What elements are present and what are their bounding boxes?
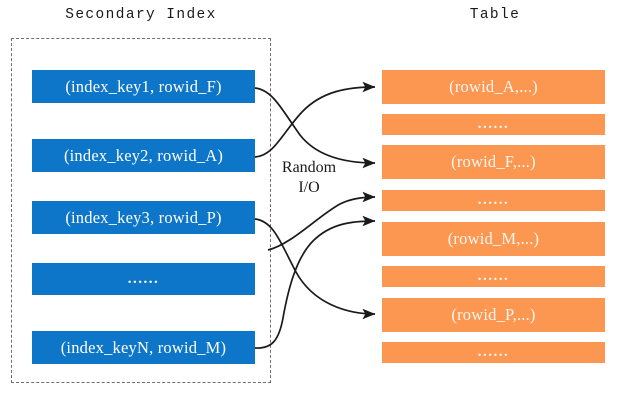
table-row-label: ......	[477, 192, 510, 208]
table-row-ellipsis[interactable]: ......	[382, 342, 605, 363]
table-row-ellipsis[interactable]: ......	[382, 190, 605, 211]
index-row-label: (index_keyN, rowid_M)	[60, 337, 227, 357]
index-row[interactable]: (index_keyN, rowid_M)	[32, 331, 255, 364]
table-row[interactable]: (rowid_A,...)	[382, 70, 605, 104]
table-title: Table	[469, 7, 521, 23]
secondary-index-title: Secondary Index	[65, 7, 217, 23]
index-row[interactable]: (index_key1, rowid_F)	[32, 70, 255, 103]
table-row-label: (rowid_M,...)	[447, 229, 540, 248]
table-row[interactable]: (rowid_F,...)	[382, 145, 605, 179]
index-row-label: ......	[127, 270, 160, 287]
arrow-key3-to-rowidP	[254, 218, 376, 320]
table-row-label: ......	[477, 268, 510, 284]
random-io-label: Random I/O	[272, 158, 346, 198]
table-row-label: ......	[477, 116, 510, 132]
table-row-ellipsis[interactable]: ......	[382, 266, 605, 287]
arrow-key1-to-rowidF	[254, 87, 376, 169]
table-row-label: (rowid_P,...)	[451, 305, 536, 324]
arrow-key2-to-rowidA	[254, 81, 376, 158]
table-row-label: ......	[477, 344, 510, 360]
arrow-keyN-to-rowidM	[254, 215, 376, 349]
arrow-to-ellipsis-row	[267, 191, 376, 251]
random-io-line2: I/O	[298, 179, 320, 196]
index-row-label: (index_key1, rowid_F)	[65, 76, 222, 96]
table-row-label: (rowid_F,...)	[451, 152, 536, 171]
table-row[interactable]: (rowid_M,...)	[382, 222, 605, 256]
index-row-ellipsis[interactable]: ......	[32, 263, 255, 295]
index-row-label: (index_key2, rowid_A)	[63, 145, 224, 165]
random-io-line1: Random	[281, 159, 337, 176]
index-row[interactable]: (index_key3, rowid_P)	[32, 201, 255, 234]
table-row-label: (rowid_A,...)	[449, 77, 538, 96]
table-row-ellipsis[interactable]: ......	[382, 114, 605, 135]
index-row[interactable]: (index_key2, rowid_A)	[32, 139, 255, 172]
table-row[interactable]: (rowid_P,...)	[382, 298, 605, 332]
index-row-label: (index_key3, rowid_P)	[65, 207, 222, 227]
